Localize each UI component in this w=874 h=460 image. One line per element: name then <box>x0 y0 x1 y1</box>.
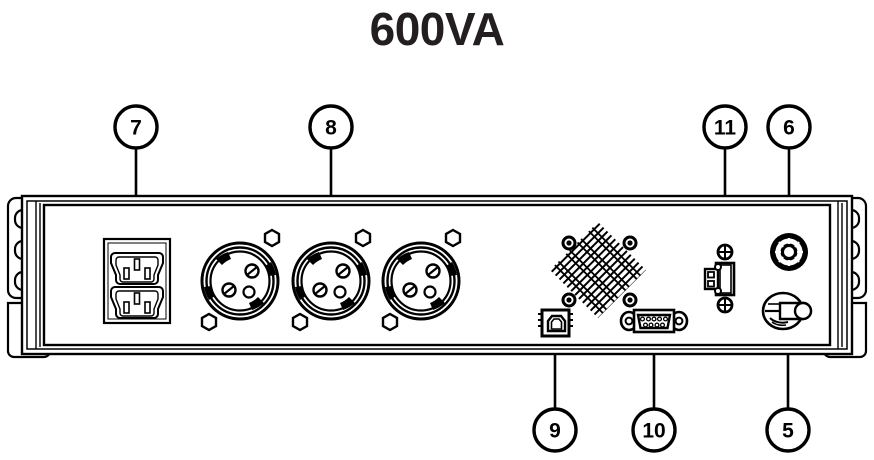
callout-11[interactable]: 11 <box>702 104 748 150</box>
vent-screw <box>561 235 577 251</box>
iec-c13-outlet <box>110 252 164 285</box>
callout-5[interactable]: 5 <box>765 407 811 453</box>
pin-slot <box>144 301 151 314</box>
earth-clip <box>204 286 215 300</box>
earth-clip <box>265 262 276 276</box>
callout-7[interactable]: 7 <box>113 104 159 150</box>
pin-slot <box>144 267 151 280</box>
pin-slot <box>123 301 130 314</box>
earth-clip <box>397 252 412 265</box>
pin-hole <box>242 285 256 299</box>
earth-clip <box>249 297 264 310</box>
vent-screw <box>622 292 638 308</box>
db9-serial-port[interactable] <box>619 308 689 334</box>
callout-label: 5 <box>782 420 794 443</box>
callout-label: 6 <box>783 117 795 140</box>
callout-label: 7 <box>130 117 142 140</box>
schuko-socket[interactable] <box>291 228 372 332</box>
hex-nut <box>291 312 309 332</box>
callout-10[interactable]: 10 <box>631 407 677 453</box>
hex-nut <box>263 228 281 248</box>
earth-clip <box>430 297 445 310</box>
usb-type-b-port[interactable] <box>538 308 573 338</box>
callout-label: 11 <box>714 117 737 140</box>
pin-slot <box>133 258 141 271</box>
hex-nut <box>200 312 218 332</box>
vent-screw <box>622 235 638 251</box>
pin-slot <box>133 292 141 305</box>
earth-clip <box>356 262 367 276</box>
db9-pin <box>639 316 669 328</box>
callout-label: 8 <box>325 117 337 140</box>
pin-slot <box>123 267 130 280</box>
earth-clip <box>340 297 355 310</box>
iec-c13-outlet-block[interactable] <box>102 237 172 325</box>
pin-hole <box>423 285 437 299</box>
terminal-screw <box>716 243 734 261</box>
schuko-socket[interactable] <box>381 228 462 332</box>
figure-title: 600VA <box>369 3 505 55</box>
schuko-socket[interactable] <box>200 228 281 332</box>
terminal-screw <box>716 296 734 314</box>
hex-nut <box>381 312 399 332</box>
earth-clip <box>295 286 306 300</box>
vent-screw <box>561 292 577 308</box>
earth-clip <box>385 286 396 300</box>
earth-clip <box>216 252 231 265</box>
pin-hole <box>333 285 347 299</box>
callout-6[interactable]: 6 <box>766 104 812 150</box>
callout-label: 9 <box>549 420 561 443</box>
hex-nut <box>354 228 372 248</box>
callout-8[interactable]: 8 <box>308 104 354 150</box>
earth-clip <box>307 252 322 265</box>
callout-label: 10 <box>642 420 665 443</box>
earth-clip <box>446 262 457 276</box>
rotary-power-switch[interactable] <box>761 291 813 331</box>
rotary-dial[interactable] <box>770 233 808 271</box>
callout-9[interactable]: 9 <box>532 407 578 453</box>
terminal-block[interactable] <box>703 243 736 314</box>
iec-c13-outlet <box>110 286 164 319</box>
hex-nut <box>444 228 462 248</box>
